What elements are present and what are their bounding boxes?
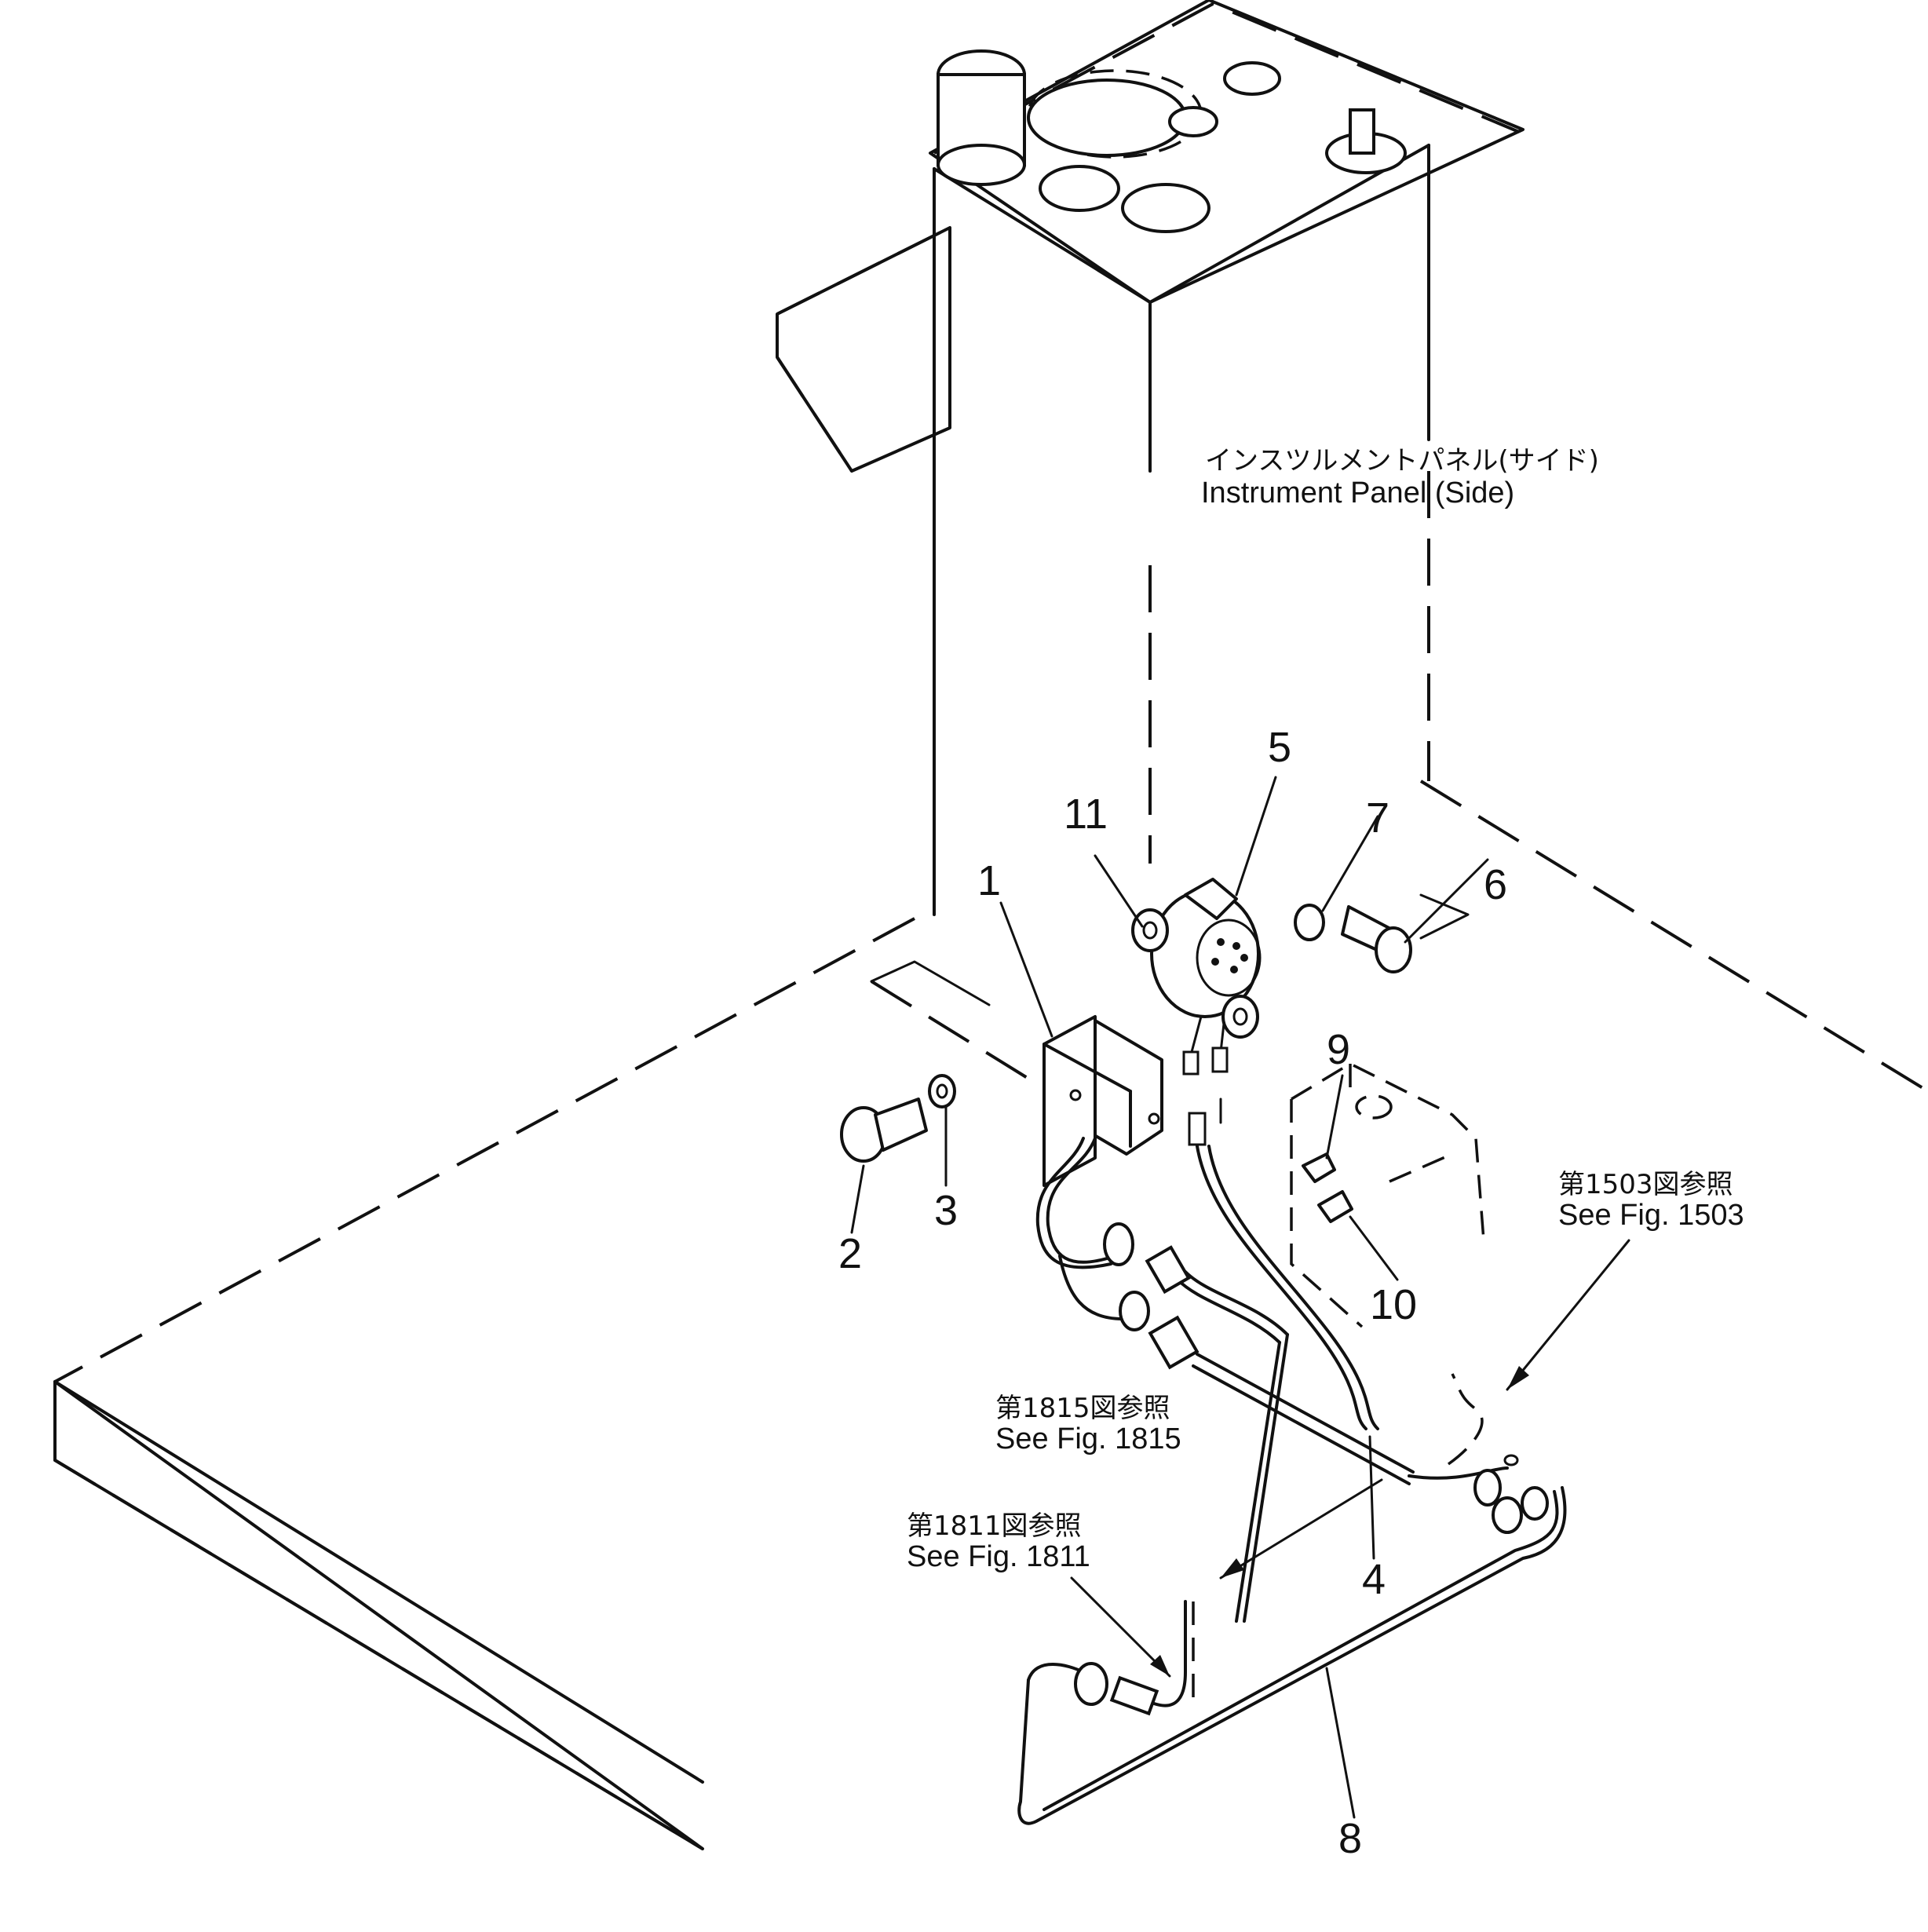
callout-10: 10 [1370, 1281, 1417, 1328]
reference-1811: 第1811図参照 See Fig. 1811 [907, 1510, 1090, 1573]
floor-plate [53, 780, 1928, 1850]
callout-2: 2 [838, 1230, 862, 1277]
leader-lines [850, 776, 1630, 1819]
callout-9: 9 [1327, 1026, 1350, 1073]
part-8-harness [1017, 1373, 1567, 1825]
panel-label: インスツルメントパネル(サイド) Instrument Panel (Side) [1201, 445, 1599, 509]
part-4-harness [1035, 1097, 1415, 1623]
callout-3: 3 [934, 1187, 958, 1234]
panel-gauges [937, 49, 1407, 233]
reference-1503: 第1503図参照 See Fig. 1503 [1558, 1169, 1744, 1232]
callout-4: 4 [1362, 1556, 1386, 1603]
ref-1811-en: See Fig. 1811 [907, 1540, 1090, 1573]
callout-1: 1 [977, 857, 1001, 904]
callout-5: 5 [1268, 724, 1291, 771]
part-7-washer [1294, 904, 1325, 941]
part-5-buzzer [1150, 878, 1262, 1076]
dashed-cover [1290, 1062, 1485, 1328]
ref-1811-jp: 第1811図参照 [907, 1510, 1082, 1542]
ref-1815-jp: 第1815図参照 [995, 1393, 1170, 1424]
reference-1815: 第1815図参照 See Fig. 1815 [995, 1393, 1181, 1455]
part-6-screw [1341, 905, 1412, 973]
part-9-clip [1302, 1152, 1336, 1183]
ref-1503-en: See Fig. 1503 [1558, 1199, 1744, 1232]
part-1-relay-box [1043, 1015, 1163, 1187]
part-3-washer [928, 1074, 956, 1108]
part-2-bolt [840, 1097, 928, 1163]
part-10-clip [1317, 1190, 1353, 1223]
instrument-panel-tower [776, 0, 1525, 1085]
panel-label-en: Instrument Panel (Side) [1201, 477, 1514, 509]
panel-label-jp: インスツルメントパネル(サイド) [1205, 445, 1599, 477]
ref-1503-jp: 第1503図参照 [1558, 1169, 1733, 1200]
callout-11: 11 [1064, 791, 1108, 838]
callout-numbers: 1 2 3 4 5 6 7 8 9 10 11 [838, 724, 1507, 1862]
callout-7: 7 [1366, 794, 1389, 842]
part-11-spacer [1131, 908, 1259, 1039]
ref-1815-en: See Fig. 1815 [995, 1423, 1181, 1455]
callout-6: 6 [1484, 861, 1507, 908]
callout-8: 8 [1338, 1815, 1362, 1862]
